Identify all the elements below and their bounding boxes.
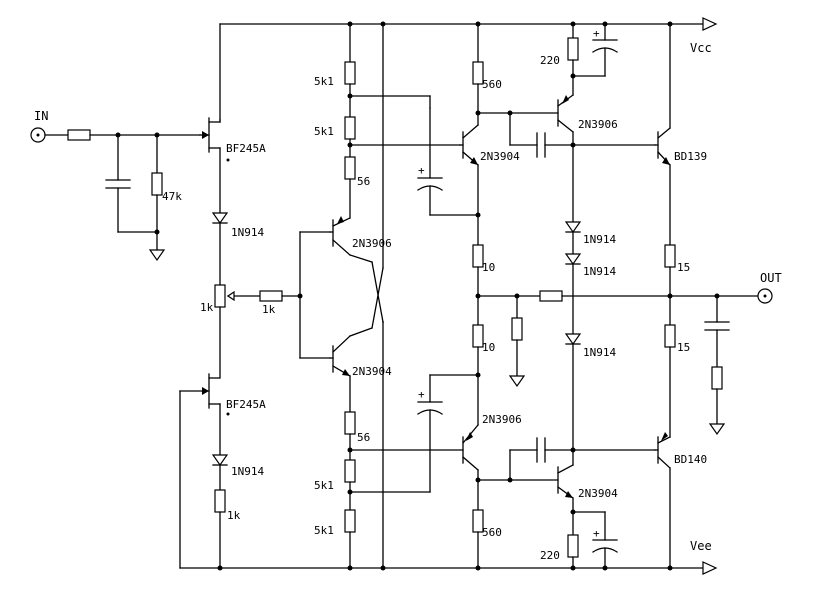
electrolytic-cap-vas-top [592,21,618,77]
output-series-resistor [539,290,563,302]
q-pnp-driver-bottom-label: 2N3906 [482,413,522,426]
midpoint-resistor [511,317,523,341]
q-out-top-label: BD139 [674,150,707,163]
r-560-bottom-label: 560 [482,526,502,539]
input-terminal[interactable] [30,127,46,143]
electrolytic-cap-vas-bottom [592,511,618,571]
input-capacitor [105,134,131,233]
bias-potentiometer[interactable] [214,284,226,308]
r-5k1-a-label: 5k1 [314,75,334,88]
cap-miller-bottom [536,437,546,463]
r-10-bottom-label: 10 [482,341,495,354]
q-npn-vas [557,464,574,499]
q-out-bottom [654,432,671,469]
input-label: IN [34,109,48,123]
r-15-top-label: 15 [677,261,690,274]
r-56-top [344,156,356,180]
r-5k1-b-label: 5k1 [314,125,334,138]
ground-symbol-zobel [708,423,726,436]
r-560-top-label: 560 [482,78,502,91]
q-npn-diff-label: 2N3904 [352,365,392,378]
cap-plus-1: + [418,164,425,177]
q-out-top [654,127,671,166]
r-5k1-c [344,459,356,483]
cap-plus-2: + [418,388,425,401]
diode-1 [211,212,229,225]
input-shunt-resistor [151,172,163,196]
diode-3-label: 1N914 [583,233,616,246]
diode-1-label: 1N914 [231,226,264,239]
diode-2-label: 1N914 [231,465,264,478]
jfet-top [199,23,230,162]
r-5k1-a [344,61,356,85]
zobel-capacitor [704,321,730,331]
r-56-bottom [344,411,356,435]
pot-label: 1k [200,301,214,314]
r-jfet-source-label: 1k [227,509,241,522]
diode-4 [564,253,582,266]
r-15-bottom [664,324,676,348]
ground-symbol-mid [508,375,526,388]
q-npn-vas-label: 2N3904 [578,487,618,500]
jfet-top-label: BF245A [226,142,266,155]
jfet-bottom-label: BF245A [226,398,266,411]
electrolytic-cap-bottom [349,374,479,493]
q-out-bottom-label: BD140 [674,453,707,466]
r-220-top-label: 220 [540,54,560,67]
r-10-top-label: 10 [482,261,495,274]
r-15-top [664,244,676,268]
electrolytic-cap-top [417,107,479,216]
q-pnp-diff-label: 2N3906 [352,237,392,250]
r-56-top-label: 56 [357,175,370,188]
q-npn-driver-top-label: 2N3904 [480,150,520,163]
diode-2 [211,454,229,467]
zobel-resistor [711,366,723,390]
cap-plus-4: + [593,527,600,540]
diode-5 [564,333,582,346]
cap-miller-top [536,132,546,158]
r-pot-series-label: 1k [262,303,276,316]
q-npn-driver-top [459,124,479,166]
vcc-rail [219,17,718,31]
r-5k1-c-label: 5k1 [314,479,334,492]
input-resistor [67,129,91,141]
output-label: OUT [760,271,782,285]
jfet-source-resistor [214,489,226,513]
r-in-shunt-label: 47k [162,190,182,203]
r-15-bottom-label: 15 [677,341,690,354]
vcc-label: Vcc [690,41,712,55]
pot-series-resistor [259,290,283,302]
r-5k1-d-label: 5k1 [314,524,334,537]
r-220-top [567,37,579,61]
r-220-bottom [567,534,579,558]
q-pnp-vas-label: 2N3906 [578,118,618,131]
r-220-bottom-label: 220 [540,549,560,562]
jfet-bottom [179,373,230,416]
diode-4-label: 1N914 [583,265,616,278]
r-56-bottom-label: 56 [357,431,370,444]
q-pnp-diff [329,216,351,256]
vee-label: Vee [690,539,712,553]
q-pnp-vas [557,94,574,133]
q-pnp-driver-bottom [349,424,479,471]
ground-symbol-input [148,249,166,262]
cap-plus-3: + [593,27,600,40]
q-npn-diff [329,335,351,377]
output-terminal[interactable] [757,288,773,304]
diode-3 [564,221,582,234]
diode-5-label: 1N914 [583,346,616,359]
r-5k1-d [344,509,356,533]
r-5k1-b [344,116,356,140]
vee-rail [179,561,718,575]
